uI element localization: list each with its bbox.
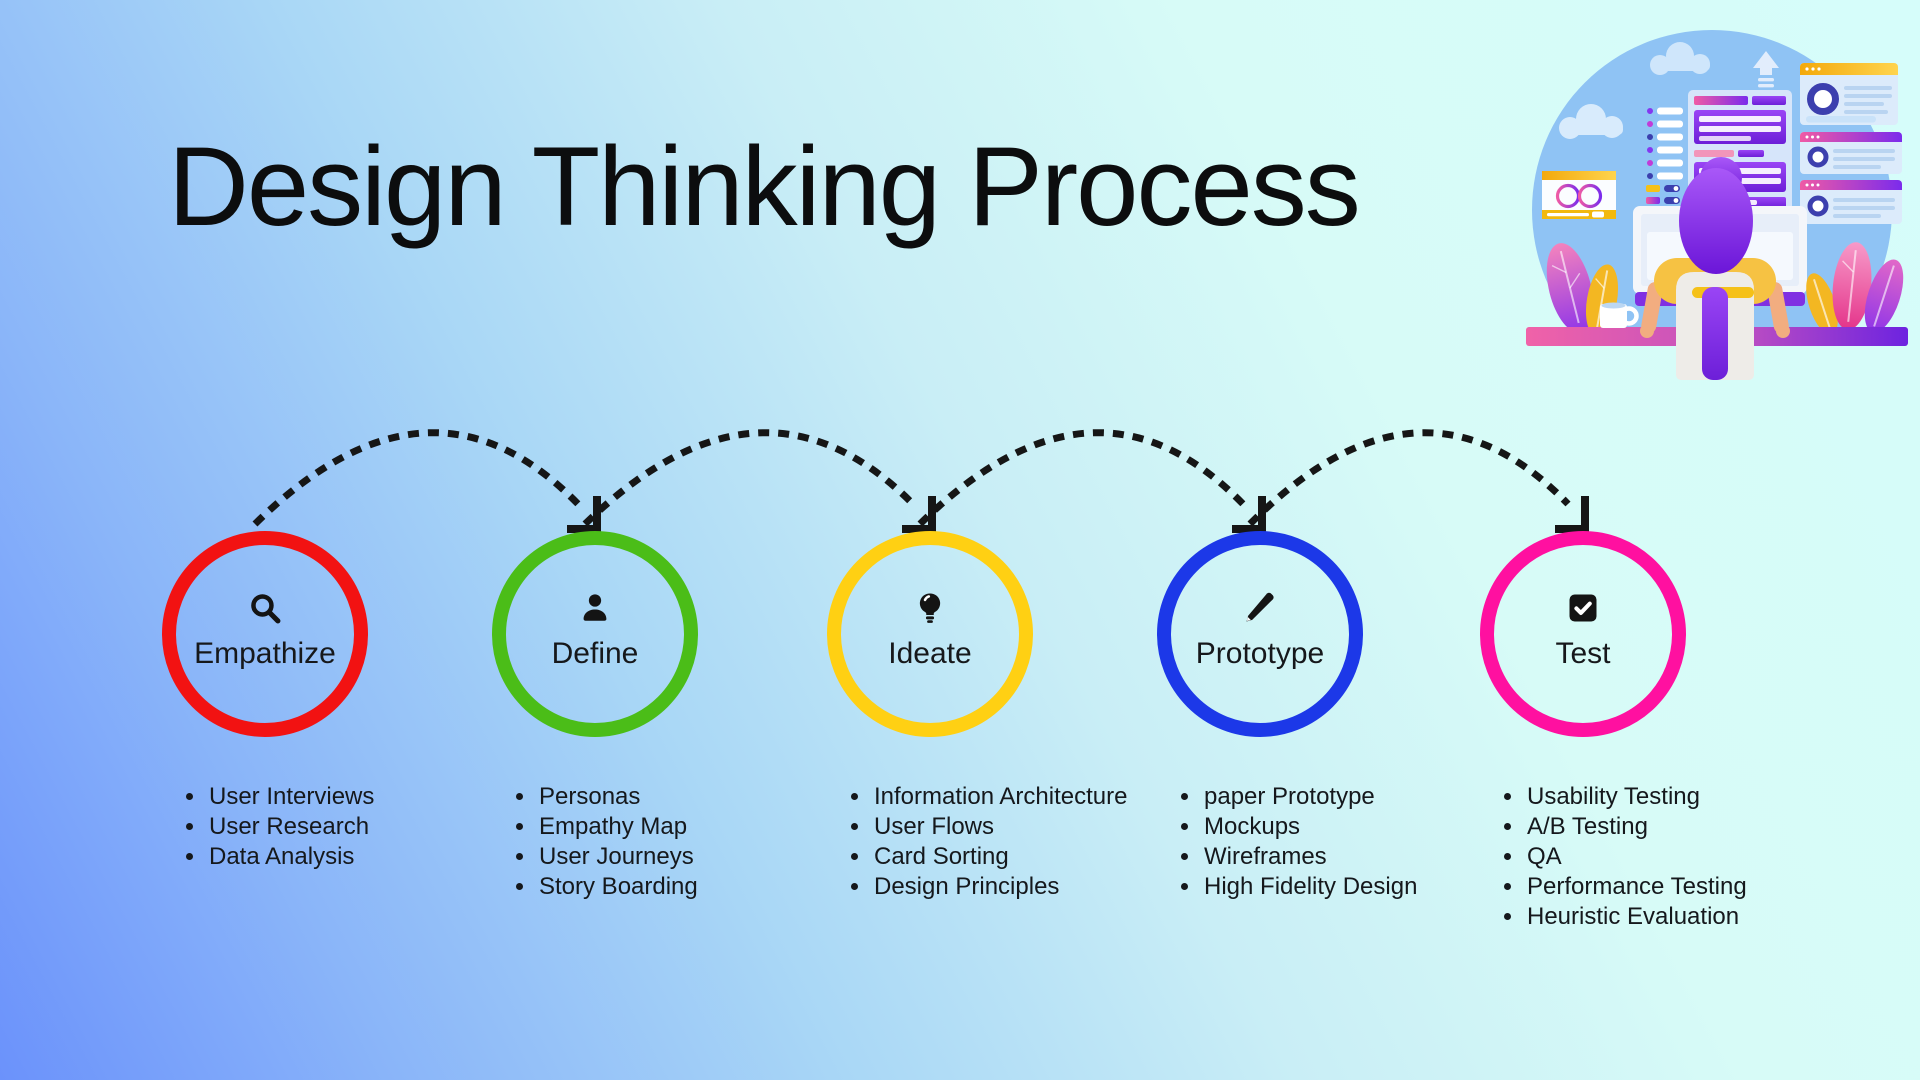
arrowhead-icon <box>902 496 936 533</box>
list-item: Data Analysis <box>207 842 537 872</box>
list-item: Empathy Map <box>537 812 867 842</box>
list-item: Mockups <box>1202 812 1532 842</box>
whiteboard <box>1542 171 1616 219</box>
list-item: User Journeys <box>537 842 867 872</box>
dashboard-cards <box>1800 63 1902 224</box>
check-square-icon <box>1569 594 1597 622</box>
list-item: paper Prototype <box>1202 782 1532 812</box>
list-item: User Research <box>207 812 537 842</box>
person <box>1640 157 1790 380</box>
stage-label: Test <box>1555 637 1611 670</box>
arrowhead-icon <box>1555 496 1589 533</box>
flow-arrow-4 <box>1247 429 1571 527</box>
list-item: QA <box>1525 842 1855 872</box>
stage-test: Test <box>1480 531 1686 737</box>
stage-items-ideate: Information Architecture User Flows Card… <box>842 782 1202 902</box>
stage-label: Define <box>551 637 639 670</box>
list-item: User Interviews <box>207 782 537 812</box>
list-item: Usability Testing <box>1525 782 1855 812</box>
stage-label: Empathize <box>194 637 336 670</box>
workspace-illustration <box>1526 30 1908 380</box>
stage-items-prototype: paper Prototype Mockups Wireframes High … <box>1172 782 1532 902</box>
task-list <box>1646 107 1683 216</box>
person-icon <box>583 594 607 621</box>
flow-arrow-3 <box>917 429 1246 527</box>
list-item: User Flows <box>872 812 1202 842</box>
stage-empathize: Empathize <box>162 531 368 737</box>
stage-label: Prototype <box>1195 637 1325 670</box>
pencil-icon <box>1246 592 1274 622</box>
plants <box>1546 242 1904 336</box>
search-icon <box>251 594 281 624</box>
stage-ideate: Ideate <box>827 531 1033 737</box>
stage-prototype: Prototype <box>1157 531 1363 737</box>
list-item: Heuristic Evaluation <box>1525 902 1855 932</box>
list-item: A/B Testing <box>1525 812 1855 842</box>
clouds-decor <box>1559 42 1779 139</box>
list-item: Design Principles <box>872 872 1202 902</box>
arrowhead-icon <box>567 496 601 533</box>
mug <box>1600 302 1639 328</box>
flow-arrow-2 <box>582 429 916 527</box>
stage-label: Ideate <box>888 637 972 670</box>
lightbulb-icon <box>919 593 941 623</box>
list-item: Information Architecture <box>872 782 1202 812</box>
stage-define: Define <box>492 531 698 737</box>
stage-items-define: Personas Empathy Map User Journeys Story… <box>507 782 867 902</box>
list-item: Wireframes <box>1202 842 1532 872</box>
list-item: Card Sorting <box>872 842 1202 872</box>
arrowhead-icon <box>1232 496 1266 533</box>
list-item: Personas <box>537 782 867 812</box>
flow-arrow-1 <box>252 429 581 527</box>
page-title: Design Thinking Process <box>168 124 1361 249</box>
list-item: Story Boarding <box>537 872 867 902</box>
stage-items-empathize: User Interviews User Research Data Analy… <box>177 782 537 872</box>
list-item: Performance Testing <box>1525 872 1855 902</box>
list-item: High Fidelity Design <box>1202 872 1532 902</box>
stage-items-test: Usability Testing A/B Testing QA Perform… <box>1495 782 1855 932</box>
